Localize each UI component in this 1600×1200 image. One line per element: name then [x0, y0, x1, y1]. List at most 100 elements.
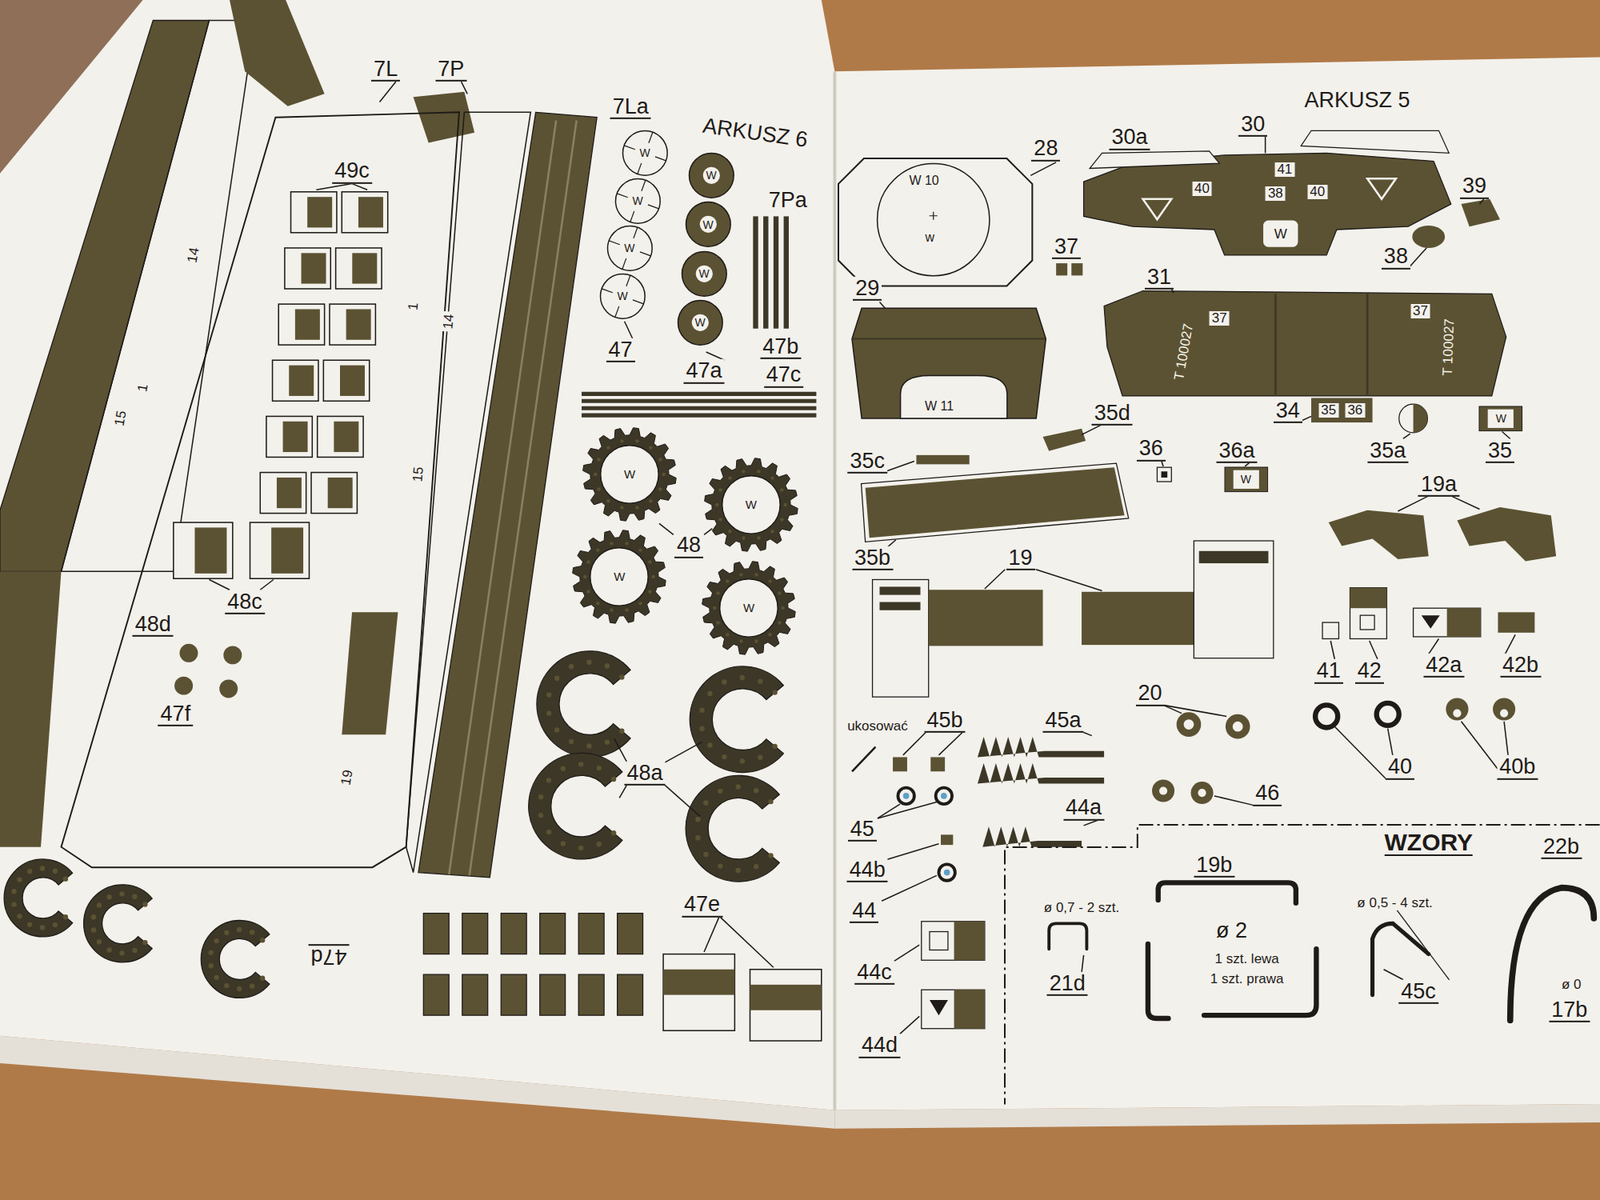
label-holder: 41 — [1274, 162, 1295, 177]
text-holder: W — [624, 240, 635, 256]
callout-number: ø 0,5 - 4 szt. — [1354, 896, 1435, 911]
callout-number: 7Pa — [766, 188, 810, 212]
callout-number: T 100027 — [1440, 316, 1458, 379]
patterns-frame: WZORY — [1004, 824, 1600, 1104]
label-holder: 31 — [1144, 265, 1174, 290]
callout-number: 47f — [158, 702, 194, 727]
label-holder: 1 szt. prawa — [1208, 972, 1287, 987]
callout-number: 1 szt. lewa — [1212, 952, 1282, 967]
label-holder: 49c — [332, 159, 372, 184]
label-holder: 44d — [859, 1033, 900, 1058]
label-holder: 21d — [1047, 971, 1088, 996]
callout-number: 44d — [859, 1033, 900, 1058]
callout-number: 48c — [224, 589, 265, 614]
label-holder: 38 — [1265, 186, 1286, 201]
label-holder: ARKUSZ 5 — [1301, 88, 1412, 112]
label-holder: 44 — [849, 899, 879, 924]
text-holder: W — [613, 569, 625, 584]
label-holder: 35c — [847, 448, 888, 473]
label-holder: 1 — [134, 380, 151, 396]
callout-number: 42b — [1500, 652, 1541, 677]
part-marking: w — [925, 231, 936, 244]
callout-number: 44a — [1063, 796, 1104, 820]
label-holder: 19a — [1418, 472, 1460, 497]
callout-number: ARKUSZ 6 — [699, 113, 812, 152]
label-holder: 44a — [1063, 796, 1104, 820]
callout-number: 37 — [1410, 304, 1431, 319]
label-holder: ø 0 — [1559, 977, 1584, 992]
part-marking: W — [703, 219, 714, 231]
callout-number: 35c — [847, 448, 888, 473]
callout-number: 7L — [371, 57, 400, 82]
callout-number: 47 — [605, 337, 635, 362]
label-holder: T 100027 — [1440, 316, 1458, 379]
text-holder: W 10 — [908, 173, 939, 188]
callout-number: ø 0,7 - 2 szt. — [1041, 900, 1122, 916]
label-holder: 46 — [1252, 781, 1282, 806]
label-holder: 48a — [624, 761, 666, 786]
callout-number: ARKUSZ 5 — [1301, 88, 1412, 112]
callout-number: 15 — [410, 464, 427, 485]
text-holder: W — [698, 266, 709, 281]
wheel-disc: W — [599, 272, 647, 320]
label-holder: 44c — [854, 960, 895, 984]
callout-number: 15 — [111, 407, 129, 430]
part-marking: W — [1240, 473, 1252, 485]
callout-number: 45a — [1043, 708, 1084, 732]
text-holder: W — [624, 467, 636, 482]
callout-number: W — [1272, 227, 1290, 242]
callout-number: 45 — [848, 817, 877, 842]
text-holder: W — [1240, 472, 1252, 487]
callout-number: 48d — [132, 612, 174, 636]
callout-number: T 100027 — [1171, 320, 1196, 384]
label-holder: 40 — [1307, 184, 1328, 200]
callout-number: 48a — [624, 761, 666, 786]
label-holder: 45b — [924, 708, 966, 732]
wheel-disc: W — [614, 177, 662, 225]
label-holder: 20 — [1135, 681, 1164, 706]
text-holder: W — [705, 168, 716, 183]
callout-number: 41 — [1314, 659, 1344, 684]
callout-number: 44c — [854, 960, 895, 984]
label-holder: 44b — [847, 858, 888, 883]
label-holder: 7P — [435, 57, 467, 82]
callout-number: 37 — [1052, 235, 1081, 260]
callout-number: 40 — [1307, 184, 1328, 200]
callout-number: 19a — [1418, 472, 1460, 497]
small-part: W — [1224, 467, 1268, 492]
callout-number: 45c — [1398, 980, 1439, 1004]
part-marking: W — [632, 195, 644, 207]
text-holder: w — [925, 230, 936, 245]
callout-number: 47c — [764, 363, 804, 388]
part-marking: W 10 — [908, 174, 939, 188]
part-marking: W — [624, 242, 635, 254]
label-holder: 15 — [111, 407, 129, 430]
sprocket-wheel: W — [581, 426, 678, 523]
label-holder: 35d — [1092, 400, 1133, 425]
label-holder: 47d — [308, 944, 349, 968]
callout-number: 35 — [1485, 439, 1515, 464]
callout-number: 47b — [760, 335, 801, 360]
sprocket-wheel: W — [703, 456, 800, 553]
label-holder: 45 — [848, 817, 877, 842]
label-holder: 38 — [1381, 244, 1411, 269]
label-holder: 45a — [1043, 708, 1084, 732]
callout-number: 28 — [1031, 136, 1060, 161]
label-holder: 48d — [132, 612, 174, 636]
label-holder: ø 0,7 - 2 szt. — [1041, 900, 1122, 916]
section-heading: WZORY — [1384, 830, 1474, 856]
callout-number: ukosować — [844, 719, 911, 734]
callout-number: 1 — [134, 380, 151, 396]
label-holder: 7Pa — [766, 188, 810, 212]
callout-number: 35a — [1367, 439, 1408, 464]
label-holder: 37 — [1052, 235, 1081, 260]
label-holder: 35a — [1367, 439, 1408, 464]
part-marking: W — [1496, 412, 1507, 424]
callout-number: 21d — [1047, 971, 1088, 996]
label-holder: T 100027 — [1171, 320, 1196, 384]
part-marking: W — [745, 498, 757, 511]
label-holder: 47c — [764, 363, 804, 388]
callout-number: 19 — [1005, 546, 1035, 571]
label-holder: 15 — [410, 464, 427, 485]
label-holder: 47b — [760, 335, 801, 360]
